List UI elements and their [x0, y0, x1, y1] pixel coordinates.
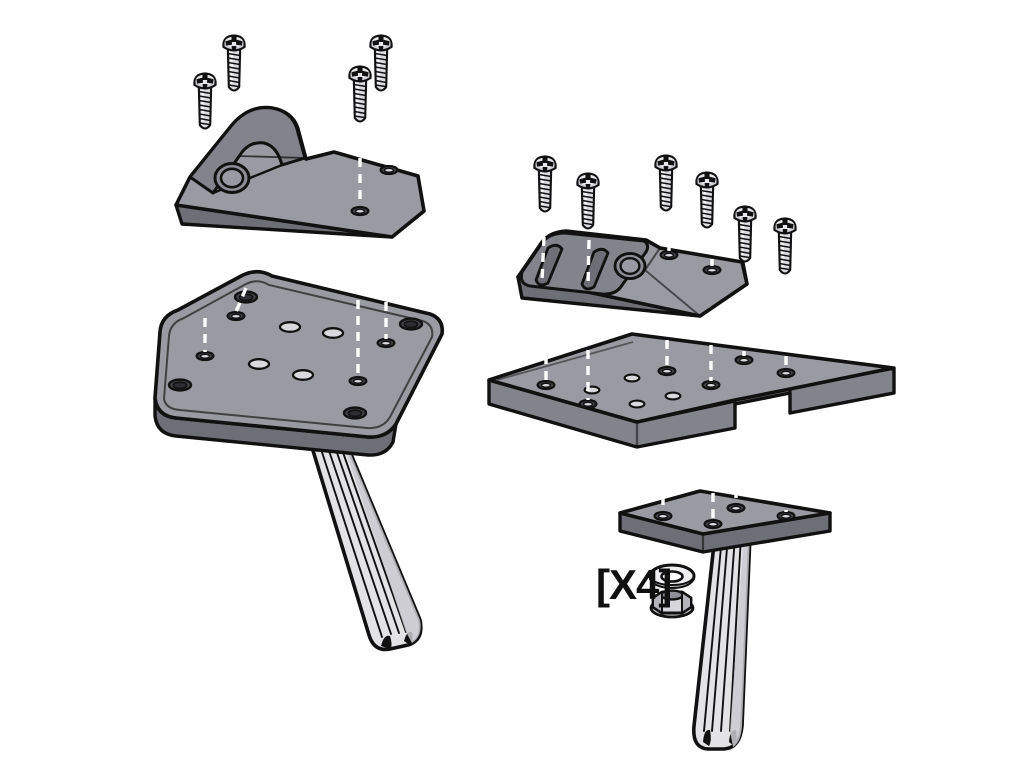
plate-screw-hole	[734, 354, 754, 366]
plate-center-hole	[628, 399, 646, 409]
plate-screw-hole	[657, 365, 677, 377]
plate-screw-hole	[226, 310, 246, 322]
fastener-washer-nut-group: [X4]	[596, 561, 696, 619]
plate-corner-hole	[398, 317, 424, 331]
bracket-hole-left-a	[379, 164, 399, 176]
guide-lines-right-bracket	[540, 228, 714, 287]
quantity-badge: [X4]	[596, 561, 671, 608]
plate-center-hole	[247, 358, 271, 370]
plate-center-hole	[623, 373, 641, 383]
plate-corner-hole	[167, 378, 193, 392]
part-flat-washer	[648, 563, 696, 589]
plate-center-hole	[664, 391, 682, 401]
part-angled-mount-bracket-right	[516, 229, 749, 318]
plate-corner-hole	[233, 290, 259, 304]
plate-screw-hole	[348, 375, 368, 387]
plate-center-hole	[291, 369, 315, 381]
plate-screw-hole	[536, 379, 556, 391]
plate-screw-hole	[776, 367, 796, 379]
bracket-hole-left-b	[350, 205, 370, 217]
bracket-hole-right-a	[659, 249, 679, 261]
part-small-mounting-plate	[618, 489, 832, 554]
plate-center-hole	[321, 327, 345, 339]
guide-lines-left-plate	[203, 287, 388, 377]
small-plate-hole	[776, 510, 796, 522]
part-hex-flange-lock-nut	[649, 589, 695, 619]
guide-lines-right-plate	[544, 335, 788, 400]
part-angled-mount-bracket-left	[174, 105, 426, 239]
plate-screw-hole	[701, 379, 721, 391]
small-plate-hole	[703, 518, 723, 530]
part-extruded-leg-post-left	[309, 438, 423, 652]
guide-lines-left-bracket	[358, 108, 391, 206]
part-square-mounting-plate	[153, 269, 445, 457]
plate-screw-hole	[195, 350, 215, 362]
plate-center-hole	[278, 321, 302, 333]
guide-lines-small-plate	[661, 489, 788, 520]
plate-screw-hole	[376, 337, 396, 349]
bracket-boss-left	[213, 162, 251, 194]
plate-corner-hole	[342, 406, 368, 420]
part-extruded-leg-post-right	[691, 533, 752, 751]
part-notched-mounting-plate	[487, 332, 896, 449]
bracket-hole-right-b	[702, 264, 722, 276]
small-plate-hole	[726, 502, 746, 514]
bracket-boss-right	[613, 251, 647, 281]
plate-screw-hole	[578, 398, 598, 410]
small-plate-hole	[653, 510, 673, 522]
